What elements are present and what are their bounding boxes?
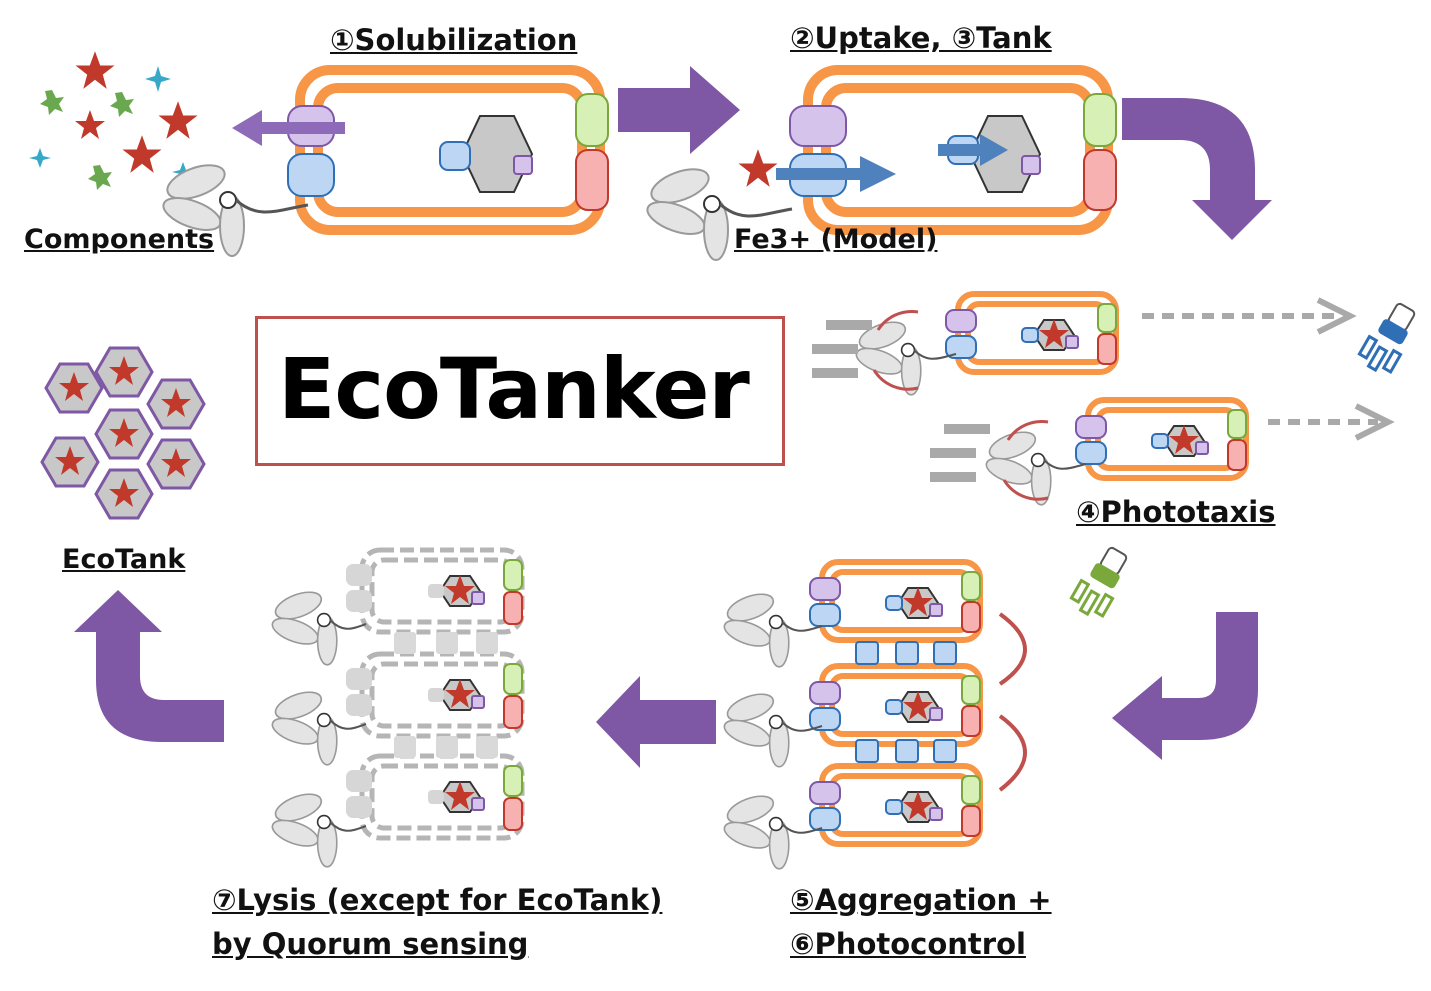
propeller-2: [642, 161, 793, 261]
label-fe3-model: Fe3+ (Model): [734, 224, 938, 255]
flow-arrow-left-bottom: [596, 676, 716, 768]
propeller-1: [158, 157, 309, 257]
label-aggregation: ⑤Aggregation +: [790, 883, 1052, 917]
dotted-arrow-1: [1142, 297, 1357, 335]
aggregation-group: [720, 562, 1027, 870]
label-components: Components: [24, 224, 215, 255]
uptake-arrows: [738, 134, 1008, 192]
motion-lines-2: [930, 424, 990, 482]
flow-arrow-curve-left: [1112, 612, 1258, 760]
cell-solubilization: [287, 70, 609, 230]
flow-arrow-right-top: [618, 66, 740, 154]
label-photocontrol: ⑥Photocontrol: [790, 927, 1026, 961]
green-light-icon: [1069, 546, 1128, 618]
label-quorum-sensing: by Quorum sensing: [212, 927, 529, 961]
flow-arrow-curve-down: [1122, 98, 1272, 240]
title-box: EcoTanker: [255, 316, 785, 466]
phototaxis-cell-2: [1076, 400, 1246, 478]
page-title: EcoTanker: [278, 340, 750, 438]
motion-lines-1: [812, 320, 872, 378]
export-arrow: [232, 110, 345, 146]
components-cluster: [29, 51, 198, 190]
phototaxis-propeller-1: [852, 310, 957, 396]
flow-arrow-curve-up: [74, 590, 224, 742]
dotted-arrow-2: [1268, 403, 1395, 441]
label-lysis: ⑦Lysis (except for EcoTank): [212, 883, 663, 917]
phototaxis-cell-1: [946, 294, 1116, 372]
label-uptake-tank: ②Uptake, ③Tank: [790, 21, 1052, 55]
ecotank-cluster: [42, 348, 204, 518]
blue-light-icon: [1357, 302, 1416, 374]
label-phototaxis: ④Phototaxis: [1076, 495, 1276, 529]
label-ecotank: EcoTank: [62, 544, 186, 575]
lysis-group: [268, 550, 522, 868]
phototaxis-propeller-2: [982, 420, 1087, 506]
label-solubilization: ①Solubilization: [330, 23, 578, 57]
